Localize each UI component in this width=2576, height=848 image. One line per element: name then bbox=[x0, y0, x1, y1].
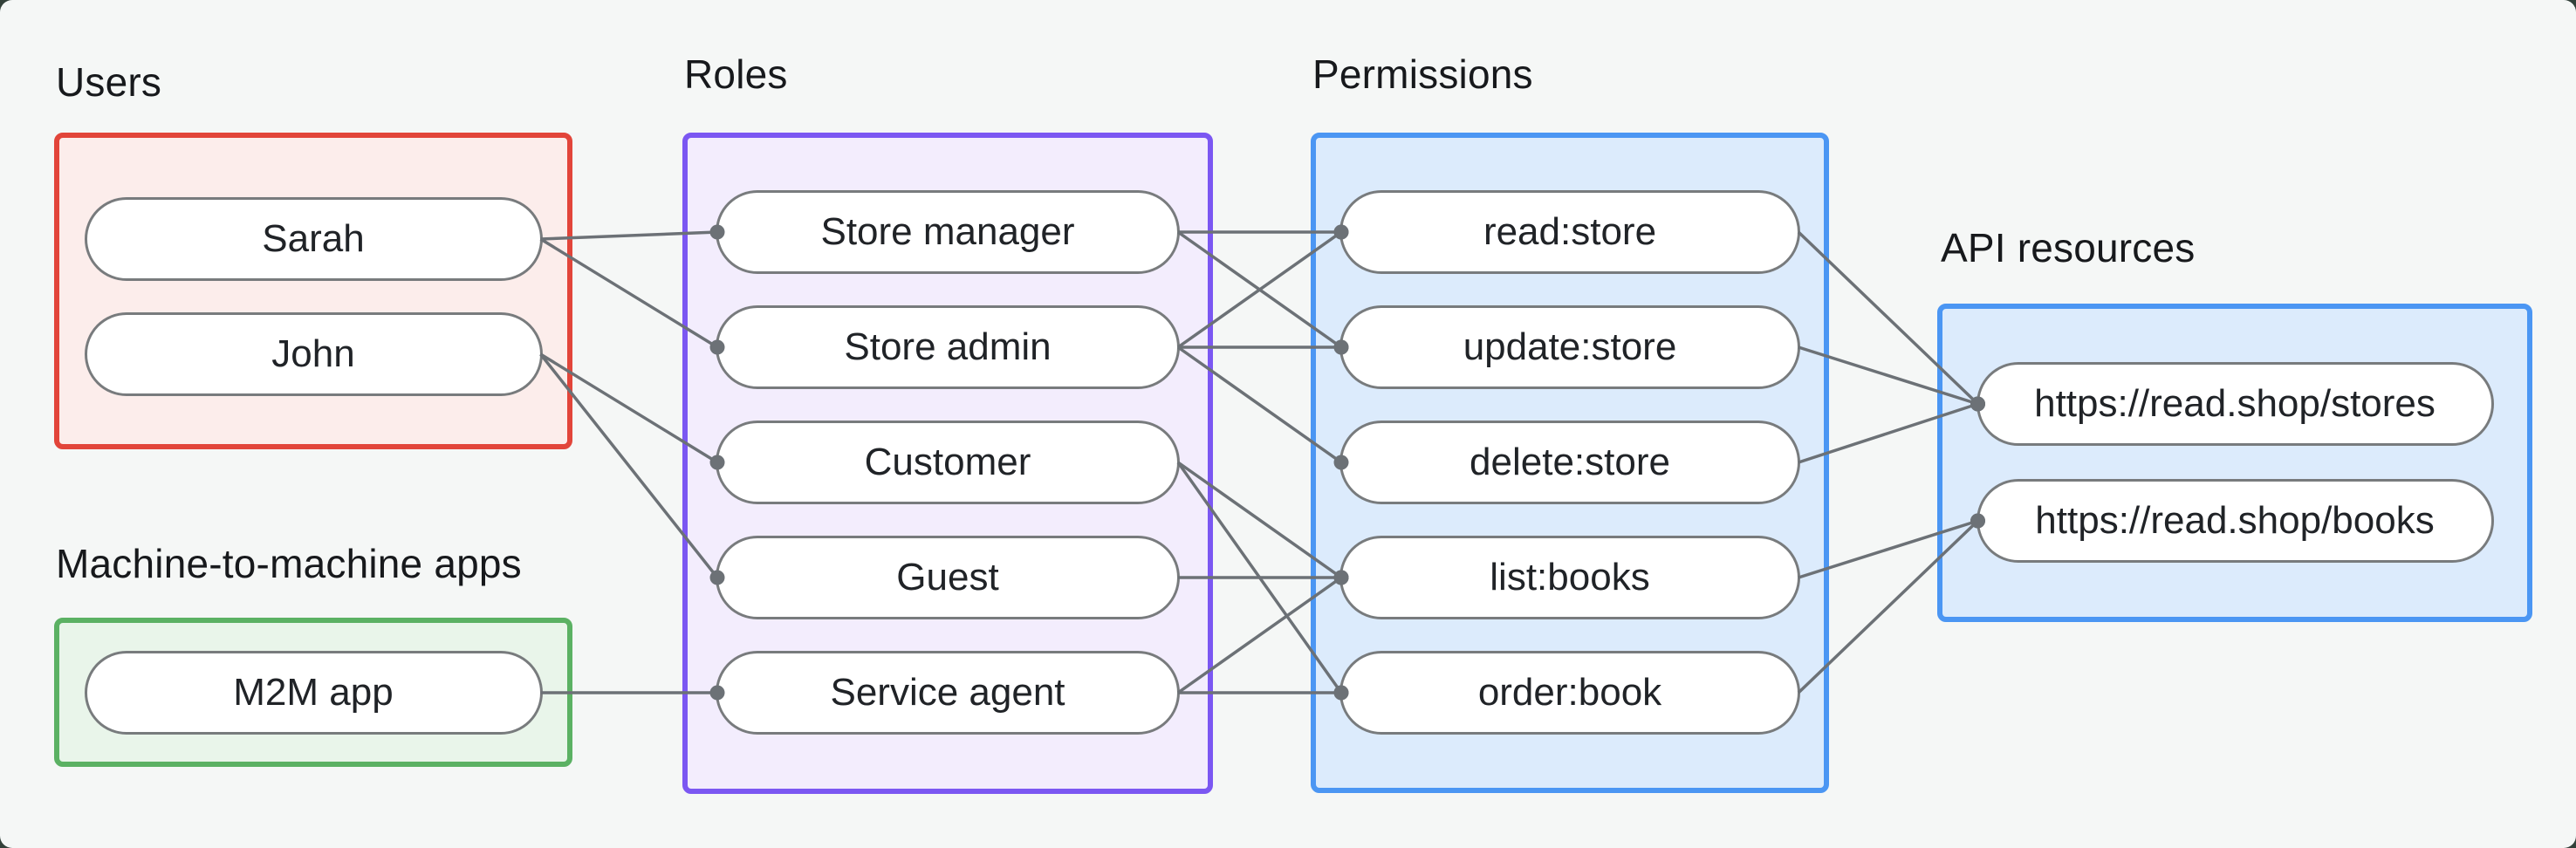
m2m-group-nodes: M2M app bbox=[59, 623, 567, 735]
node-pill-sarah: Sarah bbox=[84, 197, 543, 281]
users-group-label: Users bbox=[56, 59, 162, 105]
m2m-group-box: M2M app bbox=[54, 618, 572, 767]
node-pill-john: John bbox=[84, 312, 543, 396]
node-pill-books-api: https://read.shop/books bbox=[1976, 479, 2494, 563]
node-pill-read-store: read:store bbox=[1339, 190, 1800, 274]
node-pill-stores-api: https://read.shop/stores bbox=[1976, 362, 2494, 446]
node-pill-list-books: list:books bbox=[1339, 536, 1800, 619]
permissions-group-label: Permissions bbox=[1312, 51, 1533, 97]
api-group-nodes: https://read.shop/stores https://read.sho… bbox=[1942, 309, 2527, 563]
node-pill-store-admin: Store admin bbox=[716, 305, 1180, 389]
node-pill-m2m-app: M2M app bbox=[84, 651, 543, 735]
permissions-group-box: read:store update:store delete:store list:b… bbox=[1311, 133, 1829, 793]
api-group-box: https://read.shop/stores https://read.sho… bbox=[1937, 304, 2532, 622]
node-pill-order-book: order:book bbox=[1339, 651, 1800, 735]
roles-group-label: Roles bbox=[684, 51, 788, 97]
node-pill-store-manager: Store manager bbox=[716, 190, 1180, 274]
permissions-group-nodes: read:store update:store delete:store list:b… bbox=[1316, 138, 1824, 735]
node-pill-service-agent: Service agent bbox=[716, 651, 1180, 735]
node-pill-guest: Guest bbox=[716, 536, 1180, 619]
node-pill-update-store: update:store bbox=[1339, 305, 1800, 389]
node-pill-customer: Customer bbox=[716, 421, 1180, 504]
node-pill-delete-store: delete:store bbox=[1339, 421, 1800, 504]
m2m-group-label: Machine-to-machine apps bbox=[56, 541, 522, 586]
api-group-label: API resources bbox=[1941, 225, 2196, 270]
